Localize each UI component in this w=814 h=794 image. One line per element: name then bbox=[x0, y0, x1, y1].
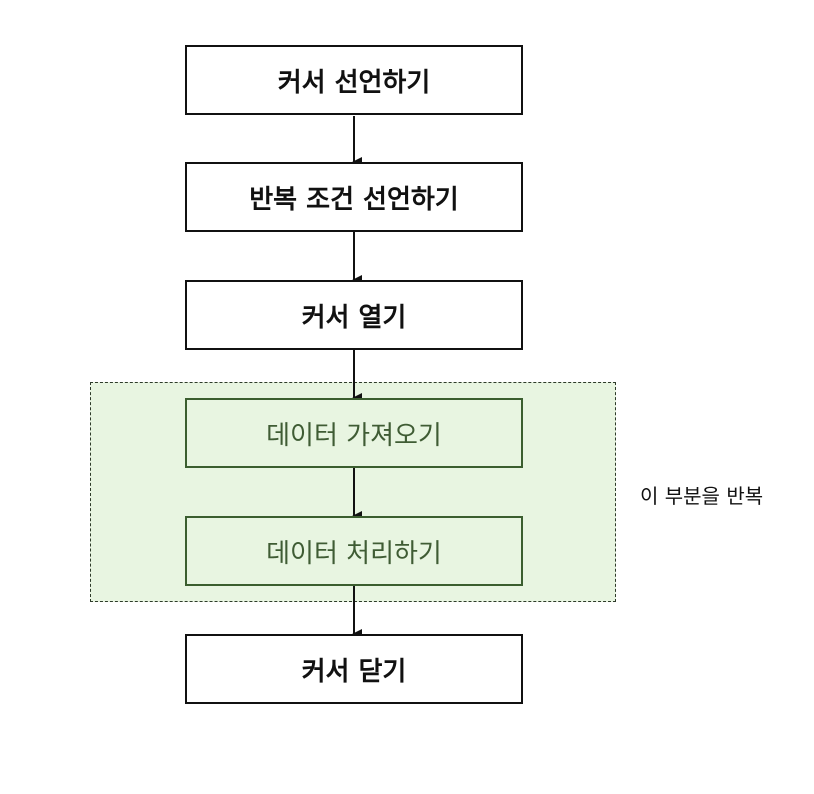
step-label: 반복 조건 선언하기 bbox=[249, 184, 459, 215]
step-label: 데이터 가져오기 bbox=[266, 420, 442, 451]
step-close-cursor: 커서 닫기 bbox=[185, 634, 523, 704]
step-declare-loop-condition: 반복 조건 선언하기 bbox=[185, 162, 523, 232]
step-process-data: 데이터 처리하기 bbox=[185, 516, 523, 586]
step-fetch-data: 데이터 가져오기 bbox=[185, 398, 523, 468]
step-label: 커서 닫기 bbox=[301, 656, 407, 687]
step-open-cursor: 커서 열기 bbox=[185, 280, 523, 350]
step-declare-cursor: 커서 선언하기 bbox=[185, 45, 523, 115]
step-label: 데이터 처리하기 bbox=[266, 538, 442, 569]
step-label: 커서 열기 bbox=[301, 302, 407, 333]
step-label: 커서 선언하기 bbox=[277, 67, 431, 98]
loop-label: 이 부분을 반복 bbox=[640, 484, 764, 508]
